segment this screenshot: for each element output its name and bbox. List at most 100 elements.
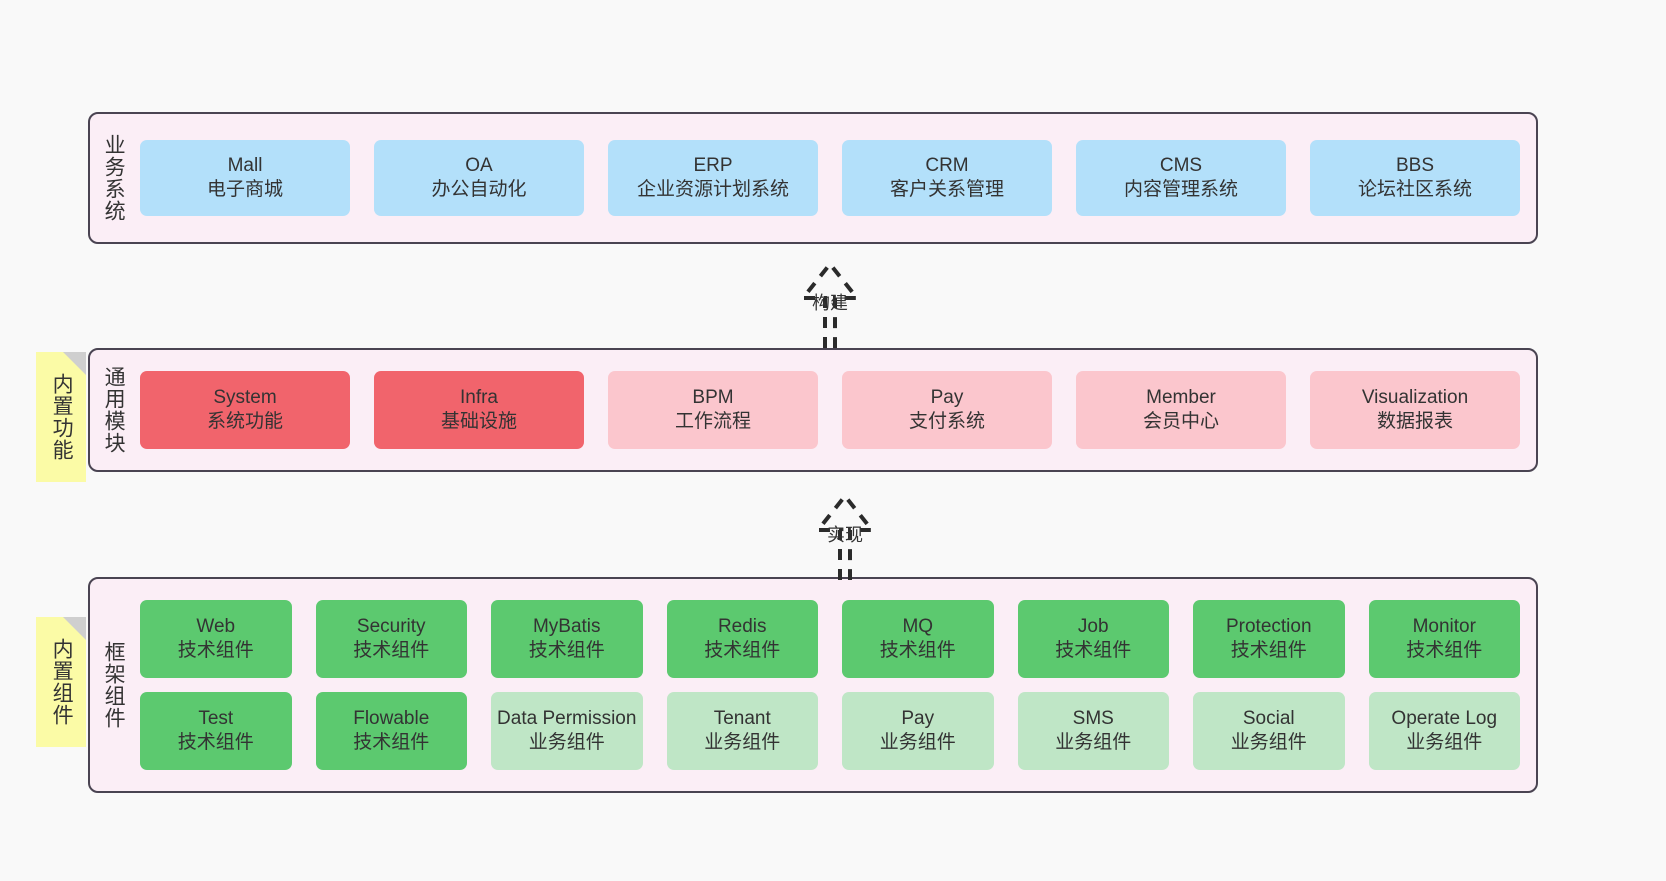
card-data-permission[interactable]: Data Permission 业务组件 <box>491 692 643 770</box>
card-monitor[interactable]: Monitor 技术组件 <box>1368 600 1520 678</box>
card-title: Test <box>198 707 234 729</box>
card-mall[interactable]: Mall 电子商城 <box>140 140 350 216</box>
layer-body-common-modules: System 系统功能 Infra 基础设施 BPM 工作流程 Pay 支付系统… <box>136 350 1536 470</box>
card-social[interactable]: Social 业务组件 <box>1193 692 1345 770</box>
card-subtitle: 技术组件 <box>353 732 430 753</box>
card-title: Data Permission <box>497 707 637 729</box>
card-title: Mall <box>227 154 263 176</box>
card-title: SMS <box>1072 707 1114 729</box>
card-title: ERP <box>693 154 733 176</box>
card-subtitle: 技术组件 <box>1230 640 1307 661</box>
card-title: System <box>213 386 277 408</box>
card-title: Visualization <box>1361 386 1469 408</box>
card-title: Flowable <box>353 707 430 729</box>
note-builtin-components: 内置组件 <box>36 617 86 747</box>
card-row: System 系统功能 Infra 基础设施 BPM 工作流程 Pay 支付系统… <box>140 371 1520 449</box>
card-subtitle: 电子商城 <box>206 179 283 200</box>
card-subtitle: 基础设施 <box>440 411 517 432</box>
card-test[interactable]: Test 技术组件 <box>140 692 292 770</box>
card-subtitle: 数据报表 <box>1376 411 1453 432</box>
card-visualization[interactable]: Visualization 数据报表 <box>1310 371 1520 449</box>
arrow-build: 构建 <box>755 258 905 348</box>
card-title: Tenant <box>713 707 771 729</box>
card-title: Job <box>1077 615 1109 637</box>
card-title: MyBatis <box>532 615 601 637</box>
card-job[interactable]: Job 技术组件 <box>1017 600 1169 678</box>
card-subtitle: 技术组件 <box>1055 640 1132 661</box>
card-tenant[interactable]: Tenant 业务组件 <box>666 692 818 770</box>
card-web[interactable]: Web 技术组件 <box>140 600 292 678</box>
card-subtitle: 技术组件 <box>1406 640 1483 661</box>
card-subtitle: 办公自动化 <box>431 179 527 200</box>
card-sms[interactable]: SMS 业务组件 <box>1017 692 1169 770</box>
card-flowable[interactable]: Flowable 技术组件 <box>315 692 467 770</box>
card-subtitle: 论坛社区系统 <box>1357 179 1472 200</box>
card-erp[interactable]: ERP 企业资源计划系统 <box>608 140 818 216</box>
card-system[interactable]: System 系统功能 <box>140 371 350 449</box>
card-subtitle: 支付系统 <box>908 411 985 432</box>
note-label: 内置组件 <box>50 638 74 726</box>
card-title: Monitor <box>1412 615 1476 637</box>
card-redis[interactable]: Redis 技术组件 <box>666 600 818 678</box>
card-subtitle: 技术组件 <box>879 640 956 661</box>
note-label: 内置功能 <box>50 373 74 461</box>
card-title: CMS <box>1159 154 1203 176</box>
card-title: OA <box>465 154 493 176</box>
card-title: BBS <box>1395 154 1435 176</box>
card-row-business: Test 技术组件 Flowable 技术组件 Data Permission … <box>140 692 1520 770</box>
card-bbs[interactable]: BBS 论坛社区系统 <box>1310 140 1520 216</box>
arrow-build-shape <box>798 260 862 348</box>
arrow-implement-label: 实现 <box>827 525 863 545</box>
card-row: Mall 电子商城 OA 办公自动化 ERP 企业资源计划系统 CRM 客户关系… <box>140 140 1520 216</box>
card-security[interactable]: Security 技术组件 <box>315 600 467 678</box>
card-cms[interactable]: CMS 内容管理系统 <box>1076 140 1286 216</box>
card-title: Security <box>356 615 426 637</box>
layer-business-systems: 业务系统 Mall 电子商城 OA 办公自动化 ERP 企业资源计划系统 CRM… <box>88 112 1538 244</box>
card-subtitle: 系统功能 <box>206 411 283 432</box>
card-title: Redis <box>717 615 767 637</box>
card-subtitle: 企业资源计划系统 <box>636 179 789 200</box>
card-mybatis[interactable]: MyBatis 技术组件 <box>491 600 643 678</box>
card-operate-log[interactable]: Operate Log 业务组件 <box>1368 692 1520 770</box>
card-subtitle: 业务组件 <box>1230 732 1307 753</box>
card-title: MQ <box>902 615 934 637</box>
card-subtitle: 工作流程 <box>674 411 751 432</box>
arrow-build-label: 构建 <box>812 293 848 313</box>
card-subtitle: 客户关系管理 <box>889 179 1004 200</box>
card-crm[interactable]: CRM 客户关系管理 <box>842 140 1052 216</box>
card-subtitle: 业务组件 <box>528 732 605 753</box>
card-pay[interactable]: Pay 支付系统 <box>842 371 1052 449</box>
card-subtitle: 业务组件 <box>1055 732 1132 753</box>
card-infra[interactable]: Infra 基础设施 <box>374 371 584 449</box>
card-member[interactable]: Member 会员中心 <box>1076 371 1286 449</box>
layer-body-framework-components: Web 技术组件 Security 技术组件 MyBatis 技术组件 Redi… <box>136 579 1536 791</box>
card-subtitle: 技术组件 <box>177 732 254 753</box>
card-pay-business[interactable]: Pay 业务组件 <box>842 692 994 770</box>
card-title: BPM <box>692 386 734 408</box>
card-title: Pay <box>901 707 935 729</box>
layer-common-modules: 通用模块 System 系统功能 Infra 基础设施 BPM 工作流程 Pay… <box>88 348 1538 472</box>
card-subtitle: 业务组件 <box>704 732 781 753</box>
card-subtitle: 技术组件 <box>353 640 430 661</box>
card-subtitle: 内容管理系统 <box>1123 179 1238 200</box>
card-subtitle: 业务组件 <box>879 732 956 753</box>
card-subtitle: 技术组件 <box>528 640 605 661</box>
arrow-implement: 实现 <box>770 490 920 580</box>
arrow-implement-shape <box>813 492 877 580</box>
card-title: Infra <box>459 386 499 408</box>
card-title: CRM <box>925 154 969 176</box>
card-bpm[interactable]: BPM 工作流程 <box>608 371 818 449</box>
card-oa[interactable]: OA 办公自动化 <box>374 140 584 216</box>
card-subtitle: 技术组件 <box>177 640 254 661</box>
card-protection[interactable]: Protection 技术组件 <box>1193 600 1345 678</box>
card-title: Web <box>196 615 236 637</box>
card-subtitle: 业务组件 <box>1406 732 1483 753</box>
card-mq[interactable]: MQ 技术组件 <box>842 600 994 678</box>
card-title: Protection <box>1225 615 1312 637</box>
note-builtin-features: 内置功能 <box>36 352 86 482</box>
layer-label-common-modules: 通用模块 <box>102 366 126 454</box>
layer-framework-components: 框架组件 Web 技术组件 Security 技术组件 MyBatis 技术组件… <box>88 577 1538 793</box>
card-title: Pay <box>930 386 964 408</box>
card-title: Member <box>1146 386 1216 408</box>
